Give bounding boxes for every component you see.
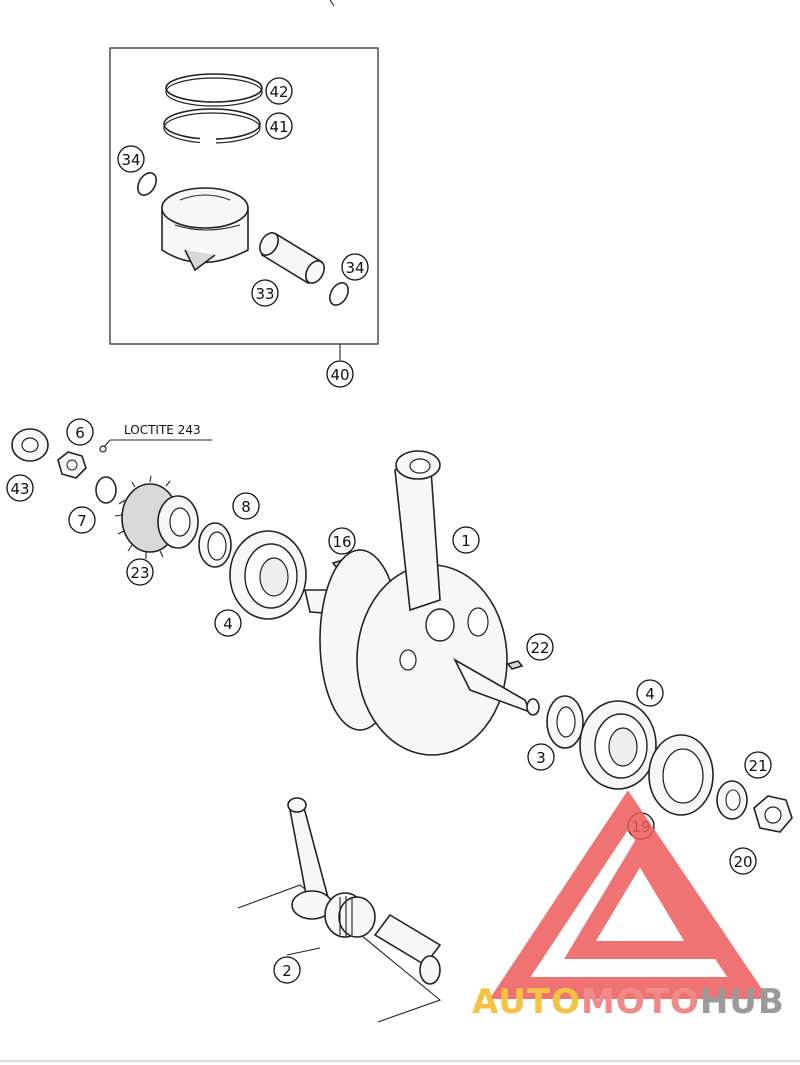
callout-c4b: 4	[636, 679, 664, 707]
crank-pin	[373, 913, 442, 985]
callout-number: 8	[241, 498, 251, 516]
callout-circle	[126, 558, 154, 586]
callout-circle	[273, 956, 301, 984]
callout-circle	[526, 633, 554, 661]
callout-circle	[251, 279, 279, 307]
primary-gear-23	[114, 475, 199, 559]
callout-c42: 42	[265, 77, 293, 105]
seal-ring-8	[198, 522, 232, 568]
callout-number: 20	[733, 853, 752, 871]
callout-number: 34	[345, 259, 364, 277]
shim-3	[546, 695, 584, 749]
callout-number: 6	[75, 424, 85, 442]
callout-circle	[341, 253, 369, 281]
loctite-label: LOCTITE 243	[124, 423, 201, 437]
callout-circle	[232, 492, 260, 520]
piston-kit-group	[109, 47, 379, 360]
piston-pin-33	[259, 232, 325, 285]
crankshaft-1	[303, 450, 540, 756]
callout-circle	[117, 145, 145, 173]
callout-circle	[744, 751, 772, 779]
bearing-19	[648, 734, 714, 816]
callout-c43: 43	[6, 474, 34, 502]
callout-number: 2	[282, 962, 292, 980]
callout-c34b: 34	[341, 253, 369, 281]
callout-number: 1	[461, 532, 471, 550]
piston-ring-42	[165, 73, 263, 107]
callout-number: 7	[77, 512, 87, 530]
callout-number: 4	[223, 615, 233, 633]
callout-c7: 7	[68, 506, 96, 534]
callout-circle	[6, 474, 34, 502]
callout-c21: 21	[744, 751, 772, 779]
callout-number: 40	[330, 366, 349, 384]
callout-circle	[66, 418, 94, 446]
piston	[161, 187, 249, 272]
conrod-kit-bracket	[237, 884, 442, 1023]
callout-c23: 23	[126, 558, 154, 586]
callout-number: 16	[332, 533, 351, 551]
callout-number: 33	[255, 285, 274, 303]
nut-20	[753, 795, 793, 833]
watermark-moto: MOTO	[581, 982, 700, 1022]
callout-circle	[452, 526, 480, 554]
conrod-kit-2	[237, 797, 442, 1023]
callout-c41: 41	[265, 112, 293, 140]
washer-21	[716, 780, 748, 820]
callout-number: 22	[530, 639, 549, 657]
callout-c22: 22	[526, 633, 554, 661]
callout-number: 41	[269, 118, 288, 136]
callout-number: 34	[121, 151, 140, 169]
callout-number: 3	[536, 749, 546, 767]
loctite-annotation: LOCTITE 243	[99, 423, 212, 453]
callout-c3: 3	[527, 743, 555, 771]
callout-circle	[527, 743, 555, 771]
callout-circle	[729, 847, 757, 875]
main-bearing-4-right	[579, 700, 657, 790]
callout-c20: 20	[729, 847, 757, 875]
washer-7	[95, 476, 117, 504]
watermark-hub: HUB	[700, 982, 785, 1022]
needle-bearing	[324, 892, 376, 938]
callout-c4a: 4	[214, 609, 242, 637]
callout-c8: 8	[232, 492, 260, 520]
callout-c40: 40	[326, 360, 354, 388]
callout-circle	[265, 112, 293, 140]
circlip-34-right	[329, 282, 349, 306]
callout-c1: 1	[452, 526, 480, 554]
top-cropped-mark	[329, 0, 335, 7]
callout-number: 23	[130, 564, 149, 582]
piston-ring-41	[163, 108, 261, 146]
callout-circle	[68, 506, 96, 534]
watermark: AUTOMOTOHUB	[472, 790, 785, 1022]
spacer-washer-43	[11, 428, 49, 462]
callout-circle	[214, 609, 242, 637]
callout-circle	[328, 527, 356, 555]
watermark-logo	[489, 790, 769, 999]
callout-number: 43	[10, 480, 29, 498]
piston-kit-frame	[109, 47, 379, 345]
nut-6	[57, 451, 87, 479]
main-bearing-4-left	[229, 530, 307, 620]
watermark-text: AUTOMOTOHUB	[472, 982, 785, 1022]
circlip-34-left	[137, 172, 157, 196]
callout-number: 21	[748, 757, 767, 775]
callout-number: 4	[645, 685, 655, 703]
callout-c6: 6	[66, 418, 94, 446]
callout-c33: 33	[251, 279, 279, 307]
watermark-auto: AUTO	[472, 982, 581, 1022]
woodruff-key-22	[506, 660, 524, 670]
callout-c34a: 34	[117, 145, 145, 173]
callout-c2: 2	[273, 956, 301, 984]
callout-circle	[326, 360, 354, 388]
callout-c16: 16	[328, 527, 356, 555]
callout-circle	[636, 679, 664, 707]
callout-circle	[265, 77, 293, 105]
callout-number: 42	[269, 83, 288, 101]
